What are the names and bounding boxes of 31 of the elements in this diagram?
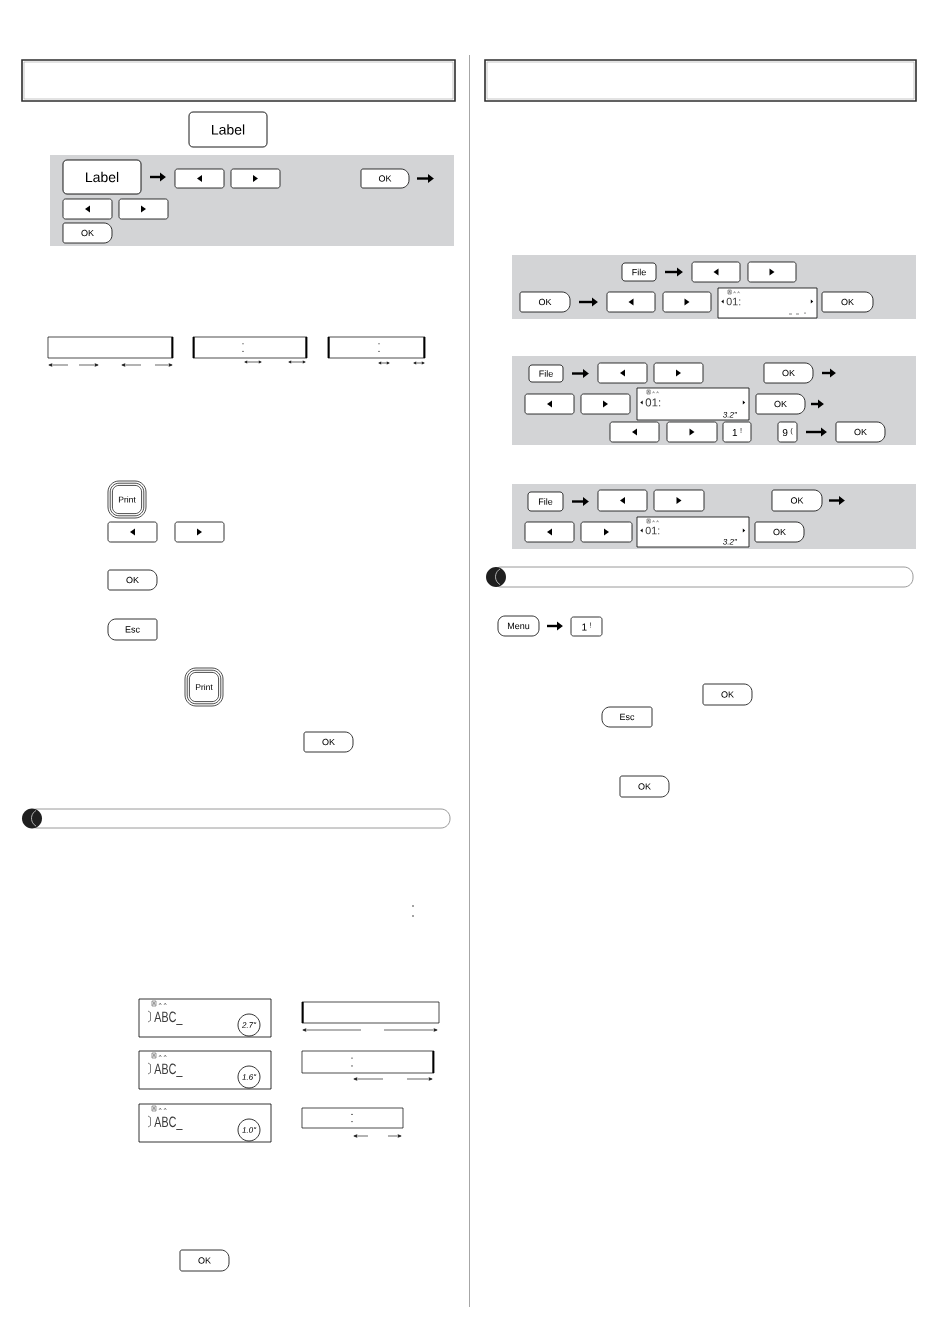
ok-key: OK: [62, 222, 113, 244]
ok-key: OK: [107, 569, 158, 591]
file-key: File: [528, 364, 564, 383]
ok-key: OK: [821, 291, 874, 313]
ok-key: OK: [763, 362, 814, 384]
arrow: [829, 496, 845, 505]
ok-key: OK: [179, 1249, 230, 1272]
ok-key: OK: [771, 489, 823, 512]
ok-key: OK: [754, 521, 805, 543]
lcd-screen: 01:: [717, 287, 818, 319]
ok-key: OK: [360, 168, 410, 189]
arrow: [572, 369, 589, 378]
label-key: Label: [188, 111, 268, 148]
arrow: [417, 174, 434, 183]
esc-key: Esc: [107, 618, 158, 641]
label-key: Label: [62, 159, 142, 195]
arrow: [572, 497, 589, 506]
length-text: 3.2": [723, 411, 738, 418]
ok-key: OK: [519, 291, 571, 313]
ok-key: OK: [702, 683, 753, 706]
ok-key: OK: [755, 393, 806, 415]
file-key: File: [527, 491, 564, 512]
ok-key: OK: [303, 731, 354, 753]
esc-key: Esc: [601, 706, 653, 728]
ok-key: OK: [619, 775, 670, 798]
file-key: File: [621, 262, 657, 282]
print-key: Print: [107, 480, 147, 519]
ok-key: OK: [835, 421, 886, 443]
print-key: Print: [184, 667, 224, 707]
length-text: 3.2": [723, 538, 738, 545]
menu-key: Menu: [497, 615, 540, 637]
